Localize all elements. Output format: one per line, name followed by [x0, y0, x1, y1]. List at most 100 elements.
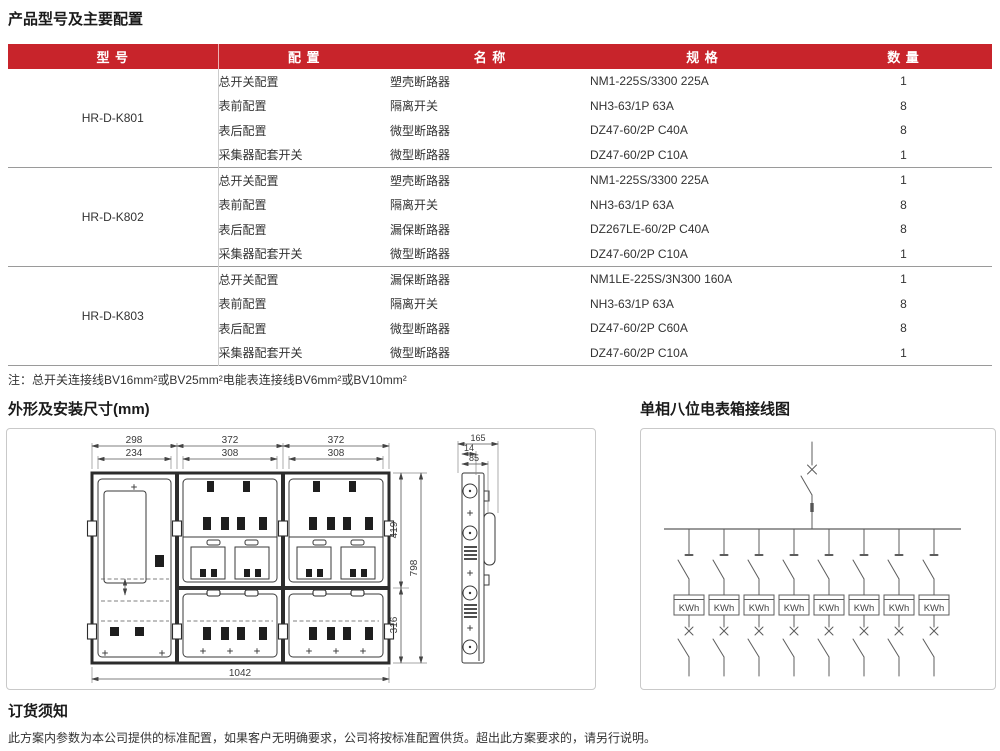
cell-qty: 8 [900, 197, 907, 212]
dim-side-1: 165 [470, 433, 485, 443]
table-row: HR-D-K801 总开关配置 塑壳断路器 NM1-225S/3300 225A… [8, 69, 992, 168]
cell-config: 采集器配套开关 [218, 346, 303, 361]
cell-name: 隔离开关 [390, 198, 439, 213]
cell-name: 塑壳断路器 [390, 74, 451, 89]
cell-config: 表前配置 [218, 297, 267, 312]
meter-branch [778, 528, 810, 677]
cell-name: 漏保断路器 [390, 222, 451, 237]
meter-branch [918, 528, 950, 677]
cell-config: 表后配置 [218, 123, 267, 138]
cell-name: 微型断路器 [390, 123, 451, 138]
wire-note: 注：总开关连接线BV16mm²或BV25mm²电能表连接线BV6mm²或BV10… [8, 373, 407, 387]
cell-spec: DZ47-60/2P C10A [590, 345, 688, 360]
ordering-text: 此方案内参数为本公司提供的标准配置，如果客户无明确要求，公司将按标准配置供货。超… [8, 731, 657, 745]
dim-front-inner-2: 308 [222, 448, 239, 459]
cell-spec: NM1-225S/3300 225A [590, 74, 709, 89]
col-header-model: 型 号 [8, 44, 219, 69]
dim-front-inner-3: 308 [328, 448, 345, 459]
cell-qty: 8 [900, 98, 907, 113]
cell-name: 塑壳断路器 [390, 173, 451, 188]
dimension-panel: 298 372 372 234 308 308 419 316 798 [6, 428, 596, 690]
table-row: 表后配置 微型断路器 DZ47-60/2P C40A 8 [8, 118, 992, 143]
cell-name: 微型断路器 [390, 247, 451, 262]
dim-front-outer-1: 298 [126, 435, 143, 446]
cell-name: 隔离开关 [390, 297, 439, 312]
cell-qty: 1 [900, 147, 907, 162]
col-header-config: 配 置 [218, 44, 390, 69]
cell-config: 表前配置 [218, 198, 267, 213]
meter-branch [813, 528, 845, 677]
cell-spec: NH3-63/1P 63A [590, 296, 674, 311]
model-cell: HR-D-K803 [8, 266, 219, 366]
cell-spec: DZ47-60/2P C10A [590, 246, 688, 261]
side-dimensions: 165 14 85 [457, 433, 499, 513]
col-header-qty: 数 量 [815, 44, 992, 69]
table-row: 表前配置 隔离开关 NH3-63/1P 63A 8 [8, 94, 992, 119]
cell-qty: 8 [900, 123, 907, 138]
cell-qty: 1 [900, 173, 907, 188]
cell-spec: DZ47-60/2P C60A [590, 321, 688, 336]
cell-qty: 1 [900, 246, 907, 261]
dim-height-total: 798 [409, 559, 420, 576]
model-cell: HR-D-K801 [8, 69, 219, 168]
front-dimensions: 298 372 372 234 308 308 419 316 798 [91, 435, 427, 683]
dimensions-section-title: 外形及安装尺寸(mm) [8, 401, 150, 418]
dim-width-total: 1042 [229, 668, 252, 679]
cell-name: 隔离开关 [390, 99, 439, 114]
front-view [86, 471, 395, 665]
cell-config: 总开关配置 [218, 272, 279, 287]
cell-spec: DZ47-60/2P C40A [590, 123, 688, 138]
table-row: 采集器配套开关 微型断路器 DZ47-60/2P C10A 1 [8, 143, 992, 168]
table-row: 表后配置 漏保断路器 DZ267LE-60/2P C40A 8 [8, 217, 992, 242]
cell-spec: NM1LE-225S/3N300 160A [590, 272, 733, 287]
meter-branch [883, 528, 915, 677]
wiring-diagram: KWh [664, 441, 961, 677]
dim-side-2: 14 [464, 443, 474, 453]
table-row: 表前配置 隔离开关 NH3-63/1P 63A 8 [8, 193, 992, 218]
cell-qty: 1 [900, 345, 907, 360]
dim-height-lower: 316 [389, 616, 400, 633]
dim-height-upper: 419 [389, 521, 400, 538]
incoming-main-switch [800, 441, 817, 530]
meter-branch [848, 528, 880, 677]
cell-config: 表后配置 [218, 321, 267, 336]
dim-side-3: 85 [469, 453, 479, 463]
table-row: 表后配置 微型断路器 DZ47-60/2P C60A 8 [8, 316, 992, 341]
meter-branch [673, 528, 705, 677]
cell-config: 采集器配套开关 [218, 247, 303, 262]
cell-config: 总开关配置 [218, 74, 279, 89]
cell-spec: NM1-225S/3300 225A [590, 173, 709, 188]
model-cell: HR-D-K802 [8, 167, 219, 267]
dimension-drawing: 298 372 372 234 308 308 419 316 798 [86, 433, 499, 683]
config-table: 型 号 配 置 名 称 规 格 数 量 HR-D-K801 总开关配置 塑壳断路… [8, 44, 992, 366]
cell-qty: 8 [900, 296, 907, 311]
meter-branch [708, 528, 740, 677]
ordering-title: 订货须知 [8, 703, 69, 720]
meter-branch [743, 528, 775, 677]
table-row: 采集器配套开关 微型断路器 DZ47-60/2P C10A 1 [8, 341, 992, 366]
cell-config: 表前配置 [218, 99, 267, 114]
wiring-panel: KWh [640, 428, 996, 690]
cell-name: 微型断路器 [390, 148, 451, 163]
model-group-k802: HR-D-K802 总开关配置 塑壳断路器 NM1-225S/3300 225A… [8, 167, 992, 267]
dim-front-inner-1: 234 [126, 448, 143, 459]
table-row: 采集器配套开关 微型断路器 DZ47-60/2P C10A 1 [8, 242, 992, 267]
side-view [461, 472, 496, 664]
cell-config: 总开关配置 [218, 173, 279, 188]
model-group-k803: HR-D-K803 总开关配置 漏保断路器 NM1LE-225S/3N300 1… [8, 266, 992, 366]
cell-qty: 8 [900, 321, 907, 336]
wiring-section-title: 单相八位电表箱接线图 [640, 401, 791, 418]
col-header-spec: 规 格 [590, 44, 815, 69]
cell-spec: DZ47-60/2P C10A [590, 147, 688, 162]
cell-qty: 1 [900, 272, 907, 287]
page-title: 产品型号及主要配置 [8, 11, 144, 28]
cell-name: 微型断路器 [390, 346, 451, 361]
table-header: 型 号 配 置 名 称 规 格 数 量 [8, 44, 992, 69]
table-row: 表前配置 隔离开关 NH3-63/1P 63A 8 [8, 292, 992, 317]
cell-name: 漏保断路器 [390, 272, 451, 287]
cell-qty: 1 [900, 74, 907, 89]
cell-config: 采集器配套开关 [218, 148, 303, 163]
table-row: HR-D-K802 总开关配置 塑壳断路器 NM1-225S/3300 225A… [8, 167, 992, 267]
cell-name: 微型断路器 [390, 321, 451, 336]
